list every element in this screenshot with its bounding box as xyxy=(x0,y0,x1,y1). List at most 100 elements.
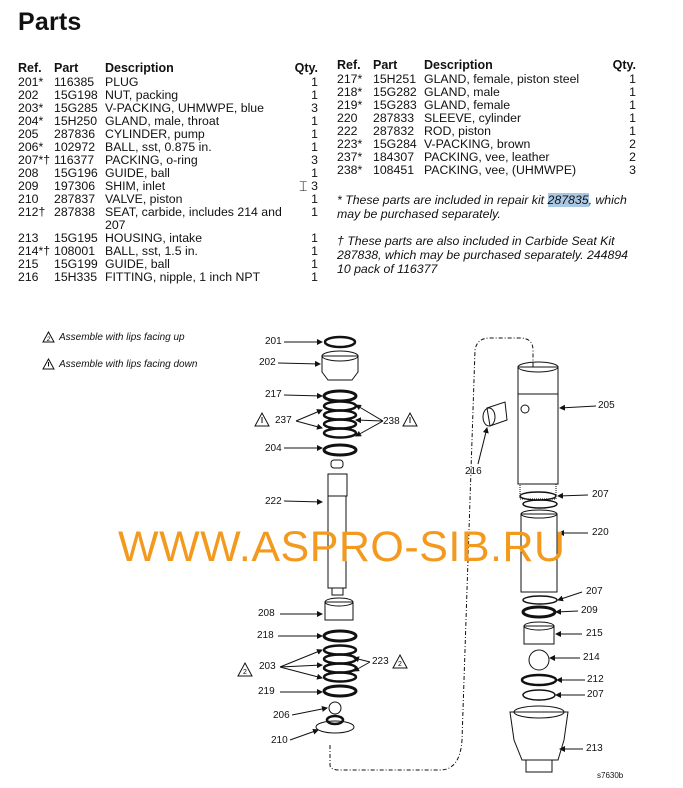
callout-219: 219 xyxy=(258,686,275,697)
cell-ref: 213 xyxy=(18,231,39,245)
cell-ref: 204* xyxy=(18,114,44,128)
cell-ref: 214*† xyxy=(18,244,51,258)
cell-part: 15H335 xyxy=(54,270,98,284)
cell-part: 287836 xyxy=(54,127,96,141)
cell-part: 15G284 xyxy=(373,137,417,151)
callout-220: 220 xyxy=(592,527,609,538)
cell-part: 15G283 xyxy=(373,98,417,112)
cell-description: BALL, sst, 1.5 in. xyxy=(105,244,198,258)
cell-part: 116377 xyxy=(54,153,95,167)
callout-207: 207 xyxy=(586,586,603,597)
callout-207: 207 xyxy=(587,689,604,700)
cell-part: 108001 xyxy=(54,244,96,258)
callout-203: 203 xyxy=(259,661,276,672)
table-row: 210 287837 VALVE, piston 1 xyxy=(18,193,318,206)
figure-id: s7630b xyxy=(597,771,624,780)
cell-part: 287837 xyxy=(54,192,96,206)
header-part: Part xyxy=(54,61,79,75)
warning-triangle-icon xyxy=(402,411,418,427)
repair-kit-note: * These parts are included in repair kit… xyxy=(337,193,637,221)
cell-qty: 1 xyxy=(311,140,318,154)
callout-210: 210 xyxy=(271,735,288,746)
cell-qty: 1 xyxy=(311,244,318,258)
cell-qty: 1 xyxy=(629,124,636,138)
note-text: , which may be purchased separately. xyxy=(337,193,627,221)
callout-237: 237 xyxy=(275,415,292,426)
callout-201: 201 xyxy=(265,336,282,347)
svg-text:2: 2 xyxy=(46,337,51,343)
cell-part: 108451 xyxy=(373,163,415,177)
cell-qty: 1 xyxy=(311,75,318,89)
kit-number-highlight[interactable]: 287835 xyxy=(547,193,589,207)
cell-qty: 1 xyxy=(629,98,636,112)
cell-part: 15G196 xyxy=(54,166,98,180)
cell-qty: 1 xyxy=(311,127,318,141)
header-ref: Ref. xyxy=(18,61,42,75)
cell-description: SLEEVE, cylinder xyxy=(424,111,522,125)
cell-description: FITTING, nipple, 1 inch NPT xyxy=(105,270,261,284)
cell-qty: 1 xyxy=(311,114,318,128)
cell-description: HOUSING, intake xyxy=(105,231,203,245)
table-row: 201* 116385 PLUG 1 xyxy=(18,76,318,89)
cell-description: GLAND, female, piston steel xyxy=(424,72,580,86)
svg-text:2: 2 xyxy=(243,669,247,676)
cell-ref: 237* xyxy=(337,150,363,164)
legend-lips-up: 2 Assemble with lips facing up xyxy=(42,331,185,343)
header-qty: Qty. xyxy=(612,58,636,72)
cell-description: GUIDE, ball xyxy=(105,166,170,180)
cell-ref: 208 xyxy=(18,166,39,180)
table-header-row: Ref. Part Description Qty. xyxy=(337,58,636,73)
cell-ref: 205 xyxy=(18,127,39,141)
cell-qty: 1 xyxy=(311,166,318,180)
cell-qty: 3 xyxy=(629,163,636,177)
cell-ref: 210 xyxy=(18,192,39,206)
table-row: 205 287836 CYLINDER, pump 1 xyxy=(18,128,318,141)
header-description: Description xyxy=(105,61,174,75)
cell-description: PLUG xyxy=(105,75,139,89)
callout-222: 222 xyxy=(265,496,282,507)
legend-text: Assemble with lips facing up xyxy=(59,331,185,343)
cell-ref: 223* xyxy=(337,137,363,151)
warning-triangle-icon xyxy=(254,411,270,427)
callout-215: 215 xyxy=(586,628,603,639)
cell-description: CYLINDER, pump xyxy=(105,127,205,141)
cell-part: 287832 xyxy=(373,124,415,138)
callout-214: 214 xyxy=(583,652,600,663)
cell-qty: 2 xyxy=(629,137,636,151)
table-row: 208 15G196 GUIDE, ball 1 xyxy=(18,167,318,180)
callout-209: 209 xyxy=(581,605,598,616)
cell-ref: 206* xyxy=(18,140,44,154)
cell-ref: 207*† xyxy=(18,153,51,167)
cell-qty: 3 xyxy=(311,153,318,167)
cell-description: PACKING, vee, leather xyxy=(424,150,550,164)
cell-description: GUIDE, ball xyxy=(105,257,170,271)
cell-qty: 1 xyxy=(311,192,318,206)
cell-part: 15G282 xyxy=(373,85,417,99)
cell-part: 15H250 xyxy=(54,114,98,128)
cell-part: 287838 xyxy=(54,205,96,219)
callout-205: 205 xyxy=(598,400,615,411)
callout-202: 202 xyxy=(259,357,276,368)
cell-description: GLAND, female xyxy=(424,98,511,112)
legend-text: Assemble with lips facing down xyxy=(59,358,198,370)
note-text: * These parts are included in repair kit xyxy=(337,193,548,207)
cell-qty: 2 xyxy=(629,150,636,164)
cell-part: 15G198 xyxy=(54,88,98,102)
callout-212: 212 xyxy=(587,674,604,685)
cell-ref: 215 xyxy=(18,257,39,271)
cell-description: SHIM, inlet xyxy=(105,179,166,193)
cell-ref: 219* xyxy=(337,98,363,112)
cell-part: 116385 xyxy=(54,75,95,89)
cell-description: VALVE, piston xyxy=(105,192,183,206)
cell-ref: 201* xyxy=(18,75,44,89)
cell-description: ROD, piston xyxy=(424,124,491,138)
